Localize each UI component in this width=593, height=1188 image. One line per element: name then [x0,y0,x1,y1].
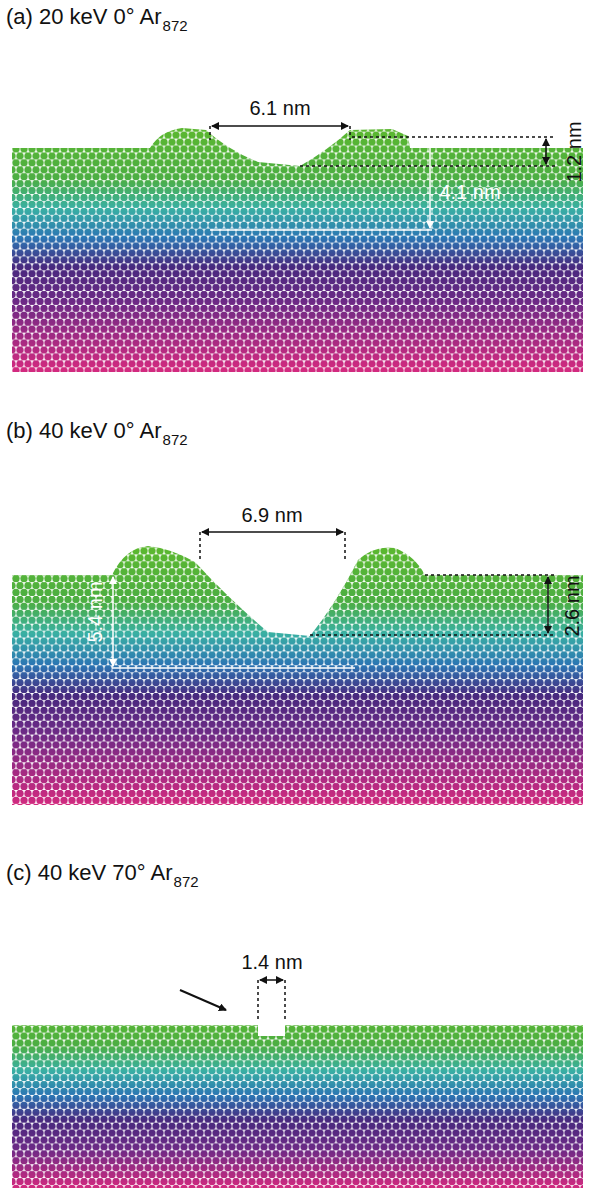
dimension-label: 4.1 nm [439,182,500,202]
panel-heading-subscript: 872 [163,18,188,33]
dimension-label: 6.9 nm [241,505,302,525]
lattice-b [12,546,583,805]
panel-heading: (c) 40 keV 70° Ar [6,862,173,884]
dimension-label: 6.1 nm [249,98,310,118]
dimension-label: 2.6 nm [562,575,582,636]
panel-heading-subscript: 872 [174,874,199,889]
lattice-c [12,1025,583,1188]
dimension-label: 1.2 nm [564,121,584,182]
dimension-label: 1.4 nm [241,952,302,972]
panel-heading: (a) 20 keV 0° Ar [6,6,162,28]
panel-heading: (b) 40 keV 0° Ar [6,420,162,442]
panel-heading-subscript: 872 [163,432,188,447]
dimension-label: 5.4 nm [85,581,105,642]
lattice-a [12,128,583,372]
